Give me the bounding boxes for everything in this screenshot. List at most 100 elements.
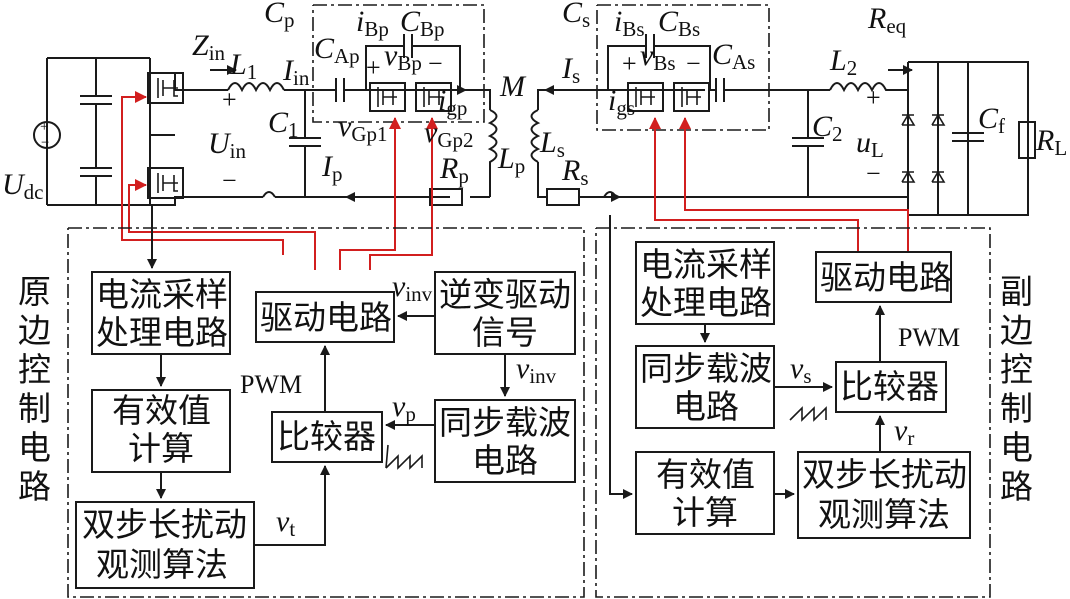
primary-pwm-label: PWM	[240, 370, 302, 399]
primary-sync-line1: 同步载波	[439, 403, 571, 442]
primary-control-labels: 原 边 控 制 电 路 电流采样 处理电路 有效值 计算 双步长扰动 观测算法 …	[18, 270, 571, 584]
primary-comparator-block	[271, 411, 383, 463]
label-vbs: vBs	[640, 39, 676, 75]
secondary-control-region	[595, 215, 991, 598]
label-plus-bs: +	[622, 49, 637, 78]
secondary-title-1: 副	[1000, 272, 1033, 311]
primary-driver-block	[255, 291, 395, 343]
label-l2: L2	[829, 44, 857, 80]
label-minus-ul: −	[866, 159, 881, 188]
label-ul: uL	[856, 126, 884, 162]
secondary-driver-block	[815, 251, 952, 303]
primary-current-sampling-line1: 电流采样	[96, 275, 228, 314]
label-igp: igp	[438, 84, 467, 120]
label-ip: Ip	[321, 150, 343, 186]
secondary-current-sampling-line2: 处理电路	[640, 283, 772, 322]
secondary-current-sampling-line1: 电流采样	[640, 245, 772, 284]
secondary-sync-line1: 同步载波	[640, 349, 772, 388]
secondary-title-3: 控	[1000, 350, 1033, 389]
label-iin: Iin	[282, 54, 310, 90]
primary-title-4: 制	[18, 389, 51, 428]
primary-title-3: 控	[18, 350, 51, 389]
secondary-title-6: 路	[1000, 467, 1033, 506]
secondary-rms-calc-block	[635, 451, 775, 535]
primary-current-sampling-line2: 处理电路	[96, 313, 228, 352]
label-rl: RL	[1035, 124, 1067, 160]
svg-text:+: +	[40, 119, 48, 135]
label-rp: Rp	[439, 152, 469, 188]
secondary-driver-label: 驱动电路	[820, 258, 952, 297]
dc-source-symbol	[33, 121, 61, 149]
secondary-title-4: 制	[1000, 389, 1033, 428]
label-igs: igs	[608, 84, 635, 120]
secondary-perturb-observe-block	[797, 451, 971, 539]
primary-po-line2: 观测算法	[96, 545, 228, 584]
secondary-current-sampling-block	[635, 241, 775, 325]
label-udc: Udc	[2, 168, 44, 204]
secondary-title-2: 边	[1000, 311, 1033, 350]
primary-vinv-label: vinv	[392, 270, 433, 306]
label-plus-uin: +	[222, 85, 237, 114]
primary-po-line1: 双步长扰动	[82, 505, 247, 544]
label-cf: Cf	[978, 102, 1005, 138]
label-is: Is	[561, 52, 580, 88]
label-c1: C1	[268, 106, 299, 142]
primary-sync-line2: 电路	[472, 441, 538, 480]
label-req: Req	[867, 2, 907, 38]
label-vbp: vBp	[384, 39, 422, 75]
rl-resistor	[1018, 121, 1036, 159]
primary-vinv2-label: vinv	[516, 352, 557, 388]
rs-resistor	[546, 188, 580, 206]
primary-inverter-line1: 逆变驱动	[439, 275, 571, 314]
primary-title-6: 路	[18, 467, 51, 506]
primary-sync-carrier-block	[434, 399, 576, 483]
label-minus-uin: −	[222, 166, 237, 195]
primary-rms-calc-block	[91, 389, 231, 473]
primary-inverter-line2: 信号	[472, 313, 538, 352]
label-zin: Zin	[192, 29, 226, 65]
label-vgp1: vGp1	[338, 110, 388, 146]
label-minus-bp: −	[428, 49, 443, 78]
label-m: M	[499, 70, 527, 103]
label-cap: CAp	[314, 32, 360, 68]
secondary-rms-line2: 计算	[672, 493, 738, 532]
label-rs: Rs	[561, 154, 589, 190]
primary-vt-label: vt	[276, 505, 295, 541]
primary-inverter-drive-block	[434, 271, 576, 355]
primary-title-1: 原	[18, 272, 51, 311]
primary-control-region	[67, 205, 585, 598]
primary-rms-line2: 计算	[128, 429, 194, 468]
primary-title-2: 边	[18, 311, 51, 350]
label-ibs: iBs	[614, 5, 645, 41]
primary-rms-line1: 有效值	[112, 391, 211, 430]
secondary-vs-label: vs	[790, 352, 812, 388]
primary-perturb-observe-block	[75, 501, 255, 589]
label-plus-bp: +	[366, 53, 381, 82]
secondary-control-labels: 副 边 控 制 电 路 电流采样 处理电路 驱动电路 PWM 同步载波 电路 比…	[640, 245, 1033, 534]
label-cp: Cp	[264, 0, 295, 32]
label-ibp: iBp	[356, 5, 389, 41]
primary-current-sampling-block	[91, 271, 231, 355]
secondary-comparator-block	[835, 361, 947, 413]
primary-title-5: 电	[18, 428, 51, 467]
label-l1: L1	[229, 48, 257, 84]
secondary-po-line1: 双步长扰动	[802, 455, 967, 494]
svg-text:−: −	[41, 135, 49, 151]
rp-resistor	[429, 188, 463, 206]
secondary-po-line2: 观测算法	[818, 495, 950, 534]
secondary-pwm-label: PWM	[898, 323, 960, 352]
label-cbs: CBs	[658, 5, 700, 41]
primary-comparator-label: 比较器	[277, 417, 376, 456]
gate-drive-lines	[121, 91, 909, 270]
secondary-sync-line2: 电路	[673, 387, 739, 426]
circuit-labels: Zin L1 Cp Iin CAp iBp CBp + vBp − igp vG…	[2, 0, 1067, 204]
secondary-comparator-label: 比较器	[840, 367, 939, 406]
secondary-sync-carrier-block	[635, 345, 775, 429]
primary-vp-label: vp	[392, 390, 416, 426]
label-minus-bs: −	[686, 49, 701, 78]
label-lp: Lp	[497, 142, 525, 178]
label-c2: C2	[812, 110, 843, 146]
label-cs: Cs	[562, 0, 590, 32]
label-plus-ul: +	[866, 83, 881, 112]
